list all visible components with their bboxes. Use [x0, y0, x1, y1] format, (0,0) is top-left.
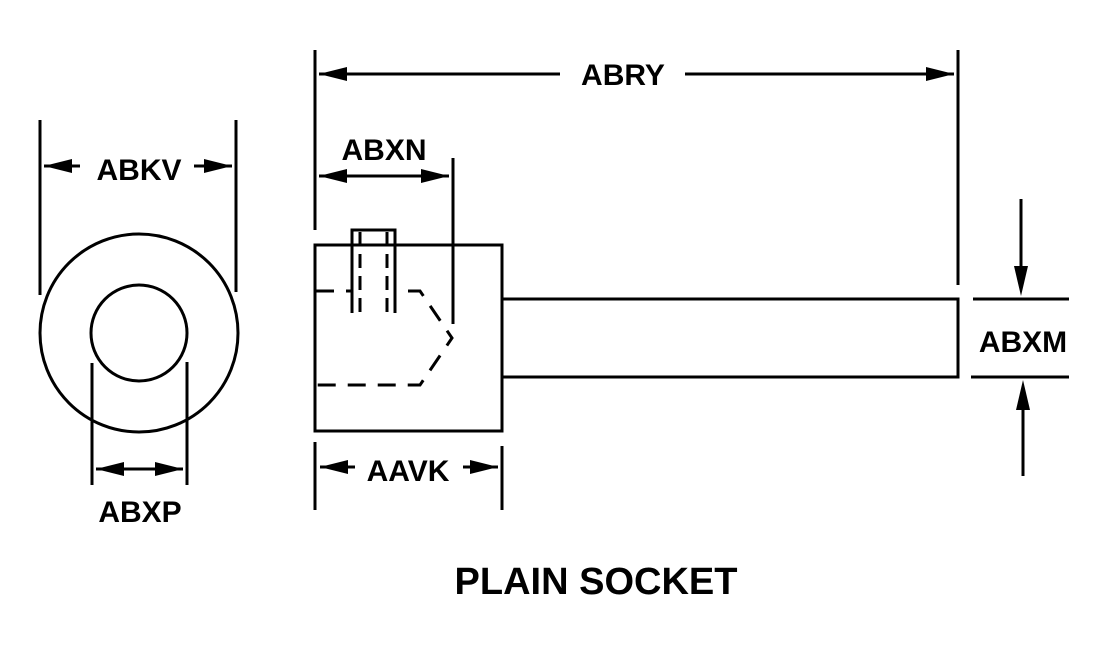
- arrow-right-icon: [421, 169, 449, 183]
- arrow-right-icon: [204, 159, 232, 173]
- set-screw: [350, 228, 397, 313]
- aavk-label: AAVK: [367, 455, 450, 488]
- side-view: ABRY ABXN AAVK ABXM: [313, 50, 1069, 510]
- abry-label: ABRY: [581, 59, 665, 92]
- outer-circle: [38, 232, 240, 434]
- abxm-dimension: ABXM: [971, 199, 1069, 476]
- socket-body: [313, 243, 504, 433]
- arrow-left-icon: [320, 460, 348, 474]
- end-view: ABKV ABXP: [38, 120, 240, 529]
- hidden-bore: [316, 289, 454, 387]
- abkv-dimension: ABKV: [44, 154, 232, 187]
- arrow-left-icon: [319, 67, 347, 81]
- arrow-up-icon: [1016, 380, 1030, 410]
- abxp-label: ABXP: [98, 496, 181, 529]
- inner-circle: [89, 283, 189, 383]
- abxn-label: ABXN: [341, 134, 426, 167]
- abxp-dimension: ABXP: [96, 462, 183, 529]
- arrow-left-icon: [319, 169, 347, 183]
- arrow-right-icon: [470, 460, 498, 474]
- arrow-right-icon: [155, 462, 183, 476]
- drawing-title: PLAIN SOCKET: [455, 561, 738, 603]
- abry-dimension: ABRY: [319, 59, 954, 92]
- abxn-dimension: ABXN: [319, 134, 449, 183]
- aavk-dimension: AAVK: [320, 455, 498, 488]
- arrow-down-icon: [1014, 266, 1028, 296]
- abkv-label: ABKV: [96, 154, 181, 187]
- arrow-left-icon: [44, 159, 72, 173]
- abxm-label: ABXM: [979, 326, 1067, 359]
- shank: [502, 297, 960, 379]
- arrow-right-icon: [926, 67, 954, 81]
- arrow-left-icon: [96, 462, 124, 476]
